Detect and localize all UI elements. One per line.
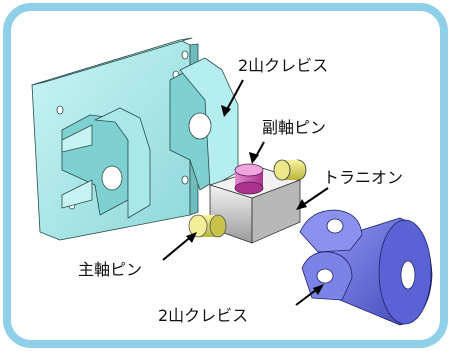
arrow-main-pin	[162, 234, 194, 261]
label-trunnion: トラニオン	[323, 168, 404, 187]
label-main-pin: 主軸ピン	[78, 260, 143, 279]
sub-pin	[234, 163, 264, 195]
label-clevis-bottom: 2山クレビス	[158, 306, 249, 325]
bracket-clevis	[31, 37, 239, 241]
leader-arrows	[162, 79, 329, 306]
main-pin	[188, 214, 227, 238]
label-clevis-top: 2山クレビス	[238, 56, 329, 75]
label-sub-pin: 副軸ピン	[262, 118, 327, 137]
